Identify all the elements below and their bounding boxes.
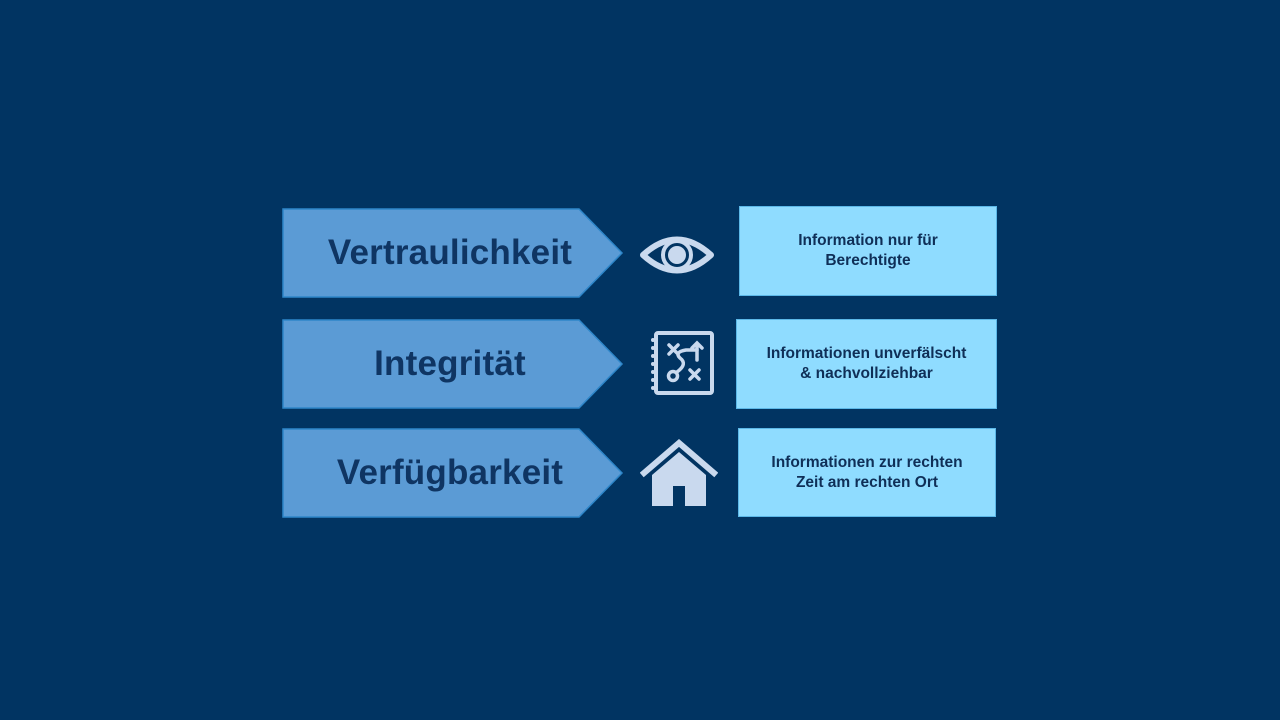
eye-icon (640, 230, 714, 285)
description-line: Zeit am rechten Ort (795, 473, 939, 491)
description-line: Berechtigte (825, 252, 911, 269)
strategy-board-icon (650, 330, 716, 401)
row-title: Vertraulichkeit (327, 233, 573, 272)
row-title: Integrität (374, 344, 526, 383)
arrow-verfuegbarkeit: Verfügbarkeit (282, 428, 624, 518)
description-box: Information nur für Berechtigte (739, 206, 997, 296)
description-line: Informationen zur rechten (771, 453, 963, 471)
description-line: Informationen unverfälscht (766, 345, 967, 362)
description-box: Informationen zur rechten Zeit am rechte… (738, 428, 996, 517)
row-title: Verfügbarkeit (336, 453, 564, 492)
arrow-integritaet: Integrität (282, 319, 624, 409)
description-line: Information nur für (798, 232, 938, 249)
description-line: & nachvollziehbar (800, 365, 933, 382)
description-box: Informationen unverfälscht & nachvollzie… (736, 319, 997, 409)
home-icon (639, 439, 719, 512)
arrow-vertraulichkeit: Vertraulichkeit (282, 208, 624, 298)
